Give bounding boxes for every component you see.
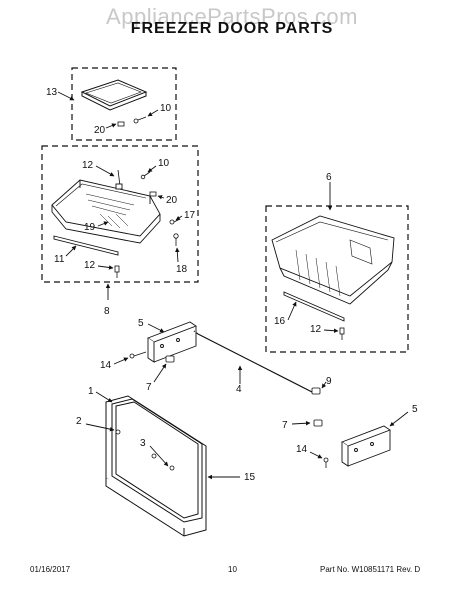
callout-20-left: 20 (166, 195, 178, 206)
door-gasket-15 (111, 398, 203, 523)
tray-part-13 (80, 79, 148, 111)
freezer-door-1 (105, 395, 207, 537)
callout-6: 6 (326, 172, 332, 183)
group-box-tray (71, 67, 177, 141)
callout-12-right: 12 (310, 324, 322, 335)
callout-10-left: 10 (158, 158, 170, 169)
clip-20-top (117, 121, 125, 127)
page-title: FREEZER DOOR PARTS (130, 20, 334, 37)
callout-14-right: 14 (296, 444, 308, 455)
bushing-7-left (165, 355, 175, 363)
callout-12-upper: 12 (82, 160, 94, 171)
callout-10-top: 10 (160, 103, 172, 114)
clip-20-left (149, 191, 157, 197)
callout-16: 16 (274, 316, 286, 327)
screw-10-top (133, 116, 147, 124)
bolt-18 (173, 233, 179, 246)
callout-15: 15 (244, 472, 256, 483)
screw-14-left (129, 351, 147, 359)
callout-3: 3 (140, 438, 146, 449)
shelf-rail-11 (53, 235, 119, 256)
bushing-7-right (313, 419, 323, 427)
callout-5-left: 5 (138, 318, 144, 329)
callout-14-left: 14 (100, 360, 112, 371)
right-slide-rail-5 (341, 425, 391, 467)
door-screws-3 (115, 429, 175, 471)
callout-1: 1 (88, 386, 94, 397)
footer-date: 01/16/2017 (30, 565, 71, 574)
callout-19: 19 (84, 222, 96, 233)
screw-10-left (140, 171, 151, 180)
callout-8: 8 (104, 306, 110, 317)
basket-rail-16 (283, 291, 345, 322)
callout-12-lower: 12 (84, 260, 96, 271)
callout-9: 9 (326, 376, 332, 387)
callout-18: 18 (176, 264, 188, 275)
callout-11: 11 (54, 254, 65, 265)
screw-14-right (323, 457, 329, 468)
screw-12-left (114, 265, 120, 278)
group-box-lower-basket (265, 205, 409, 353)
left-slide-rail-5 (147, 321, 197, 363)
watermark-text: AppliancePartsPros.com (106, 4, 358, 29)
bushing-9 (311, 387, 321, 395)
footer-page-number: 10 (228, 565, 237, 574)
footer-part-number: Part No. W10851171 Rev. D (320, 565, 421, 574)
callout-17: 17 (184, 210, 196, 221)
screw-12-right (339, 327, 345, 340)
lower-basket-6 (271, 215, 395, 305)
callout-2: 2 (76, 416, 82, 427)
callout-13: 13 (46, 87, 58, 98)
group-box-upper-basket (41, 145, 199, 283)
callout-4: 4 (236, 384, 242, 395)
screw-17 (169, 218, 181, 225)
connecting-rod-4 (193, 330, 313, 393)
callout-7-right: 7 (282, 420, 288, 431)
upper-basket-frame (51, 169, 161, 244)
callout-5-right: 5 (412, 404, 418, 415)
callout-20-top: 20 (94, 125, 106, 136)
callout-7-left: 7 (146, 382, 152, 393)
